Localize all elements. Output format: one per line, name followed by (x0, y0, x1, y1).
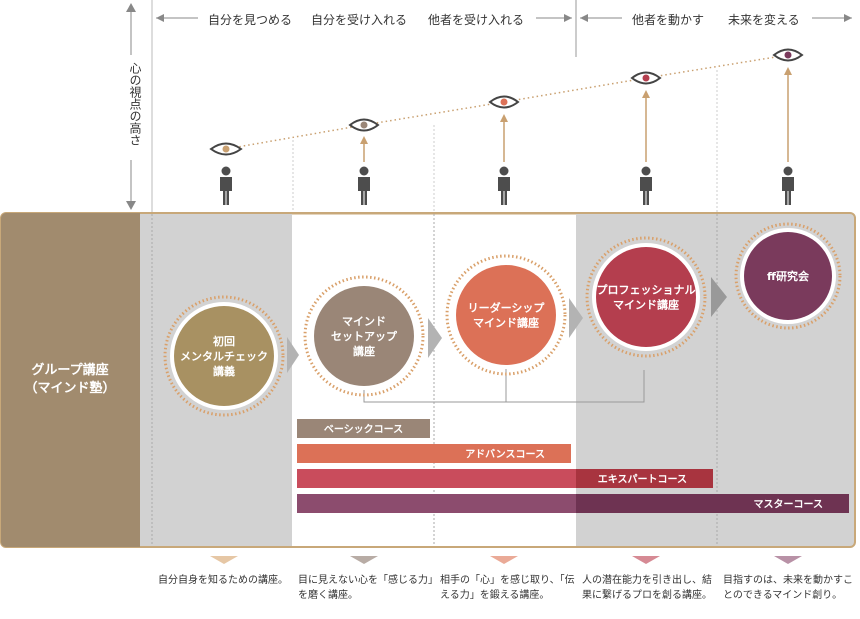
course-ff-research[interactable]: ff研究会 (734, 222, 842, 330)
course-label: 講義 (213, 364, 235, 378)
eye-icon (488, 95, 520, 109)
label-change-future: 未来を変える (728, 13, 800, 27)
eye-icon (348, 118, 380, 132)
up-arrow-icon (360, 67, 792, 162)
course-label: マインド (342, 315, 386, 328)
course-label: マインド講座 (613, 298, 679, 312)
column-dividers-top (292, 70, 718, 213)
description-leadership: 相手の「心」を感じ取り、「伝える力」を鍛える講座。 (440, 575, 575, 601)
viewpoint-rising-line (225, 54, 789, 150)
label-other-accept: 他者を受け入れる (428, 13, 525, 27)
description-ff: 目指すのは、未来を動かすことのできるマインド創り。 (723, 575, 853, 601)
bar-advance-course[interactable]: アドバンスコース (297, 444, 571, 463)
bar-basic-course[interactable]: ベーシックコース (297, 419, 430, 438)
course-label: ff研究会 (767, 269, 810, 283)
eye-icon (630, 71, 662, 85)
group-label-line2: （マインド塾） (24, 381, 116, 396)
top-range-arrows (156, 14, 852, 22)
eye-icon (209, 142, 243, 156)
bar-label: マスターコース (754, 499, 824, 511)
bar-label: エキスパートコース (598, 474, 687, 486)
person-icon (640, 166, 652, 205)
course-label: 講座 (353, 344, 375, 358)
bar-master-course[interactable]: マスターコース (297, 494, 849, 513)
column-dividers-frame (151, 214, 718, 546)
course-label: プロフェッショナル (597, 283, 696, 297)
label-self-accept: 自分を受け入れる (311, 13, 408, 27)
bar-label: アドバンスコース (465, 449, 545, 461)
bar-label: ベーシックコース (324, 424, 403, 436)
bottom-indicators (210, 556, 802, 564)
group-label-line1: グループ講座 (31, 363, 109, 378)
course-label: 初回 (213, 334, 235, 348)
label-move-others: 他者を動かす (632, 13, 705, 27)
description-initial: 自分自身を知るための講座。 (158, 575, 288, 586)
description-setup: 目に見えない心を「感じる力」を磨く講座。 (298, 575, 433, 601)
bar-expert-course[interactable]: エキスパートコース (297, 469, 713, 488)
course-label: メンタルチェック (180, 350, 268, 363)
course-label: マインド講座 (473, 316, 539, 330)
vertical-axis-arrow (126, 3, 136, 210)
left-panel (1, 213, 140, 547)
chevron-right-icon (287, 277, 727, 373)
group-course-label: グループ講座 （マインド塾） (0, 213, 140, 547)
vertical-axis-label: 心の視点の高さ (128, 62, 142, 146)
person-icon (358, 166, 370, 205)
eye-icon (772, 48, 804, 62)
description-professional: 人の潜在能力を引き出し、結果に繋げるプロを創る講座。 (582, 575, 712, 601)
course-label: セットアップ (331, 329, 398, 343)
label-self-view: 自分を見つめる (208, 13, 293, 27)
person-icon (220, 166, 232, 205)
person-icon (782, 166, 794, 205)
person-icon (498, 166, 510, 205)
course-label: リーダーシップ (468, 301, 546, 315)
